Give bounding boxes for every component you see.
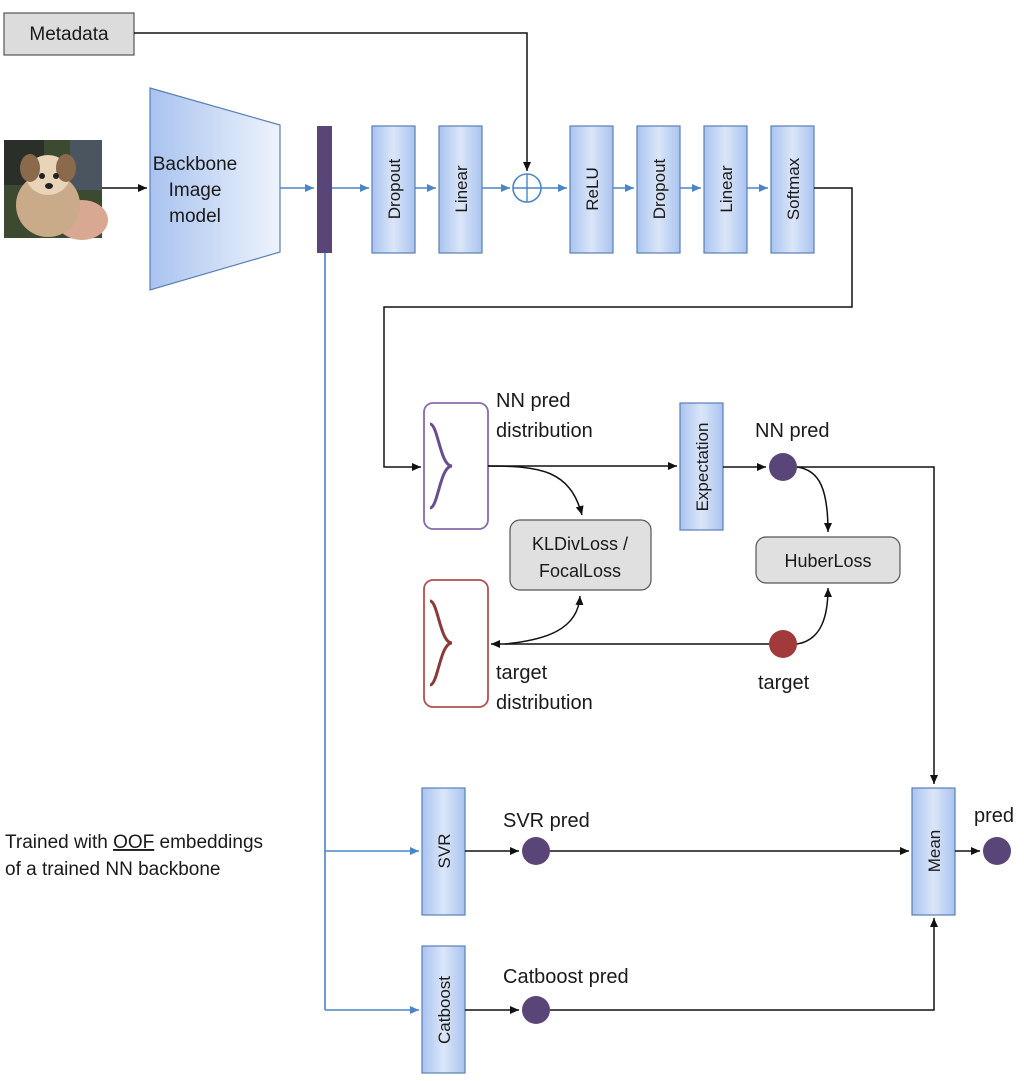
distribution-to-kldiv-arrow — [487, 465, 584, 516]
target-node — [769, 630, 797, 658]
catboost-pred-label: Catboost pred — [503, 966, 629, 988]
linear-block-2: Linear — [703, 125, 748, 254]
nn-pred-distribution-label-2: distribution — [496, 420, 593, 442]
svg-text:of a trained NN backbone: of a trained NN backbone — [5, 859, 220, 880]
svg-text:Mean: Mean — [925, 830, 944, 873]
dropout-block-2: Dropout — [636, 125, 681, 254]
huber-loss-box: HuberLoss — [755, 536, 901, 584]
softmax-block: Softmax — [770, 125, 815, 254]
svg-text:FocalLoss: FocalLoss — [539, 561, 621, 581]
oof-training-note: Trained with OOF embeddings of a trained… — [5, 832, 263, 880]
svr-block: SVR — [421, 787, 466, 916]
svg-text:Linear: Linear — [452, 165, 471, 213]
oof-underlined: OOF — [113, 832, 154, 853]
target-to-huber-arrow — [796, 587, 832, 645]
metadata-box: Metadata — [3, 12, 135, 56]
catboost-pred-node — [522, 996, 550, 1024]
nn-pred-distribution-label-1: NN pred — [496, 390, 570, 412]
svg-text:HuberLoss: HuberLoss — [784, 551, 871, 571]
final-pred-label: pred — [974, 805, 1014, 827]
nnpred-to-mean-arrow — [797, 466, 938, 784]
linear-block-1: Linear — [438, 125, 483, 254]
concat-add-node — [512, 173, 542, 203]
backbone-image-model: Backbone Image model — [149, 87, 281, 291]
target-distribution-box — [423, 579, 489, 708]
relu-block: ReLU — [569, 125, 614, 254]
svg-text:Linear: Linear — [717, 165, 736, 213]
nnpred-to-huber-arrow — [796, 466, 832, 533]
dropout-block-1: Dropout — [371, 125, 416, 254]
catboost-block: Catboost — [421, 945, 466, 1074]
svg-text:Dropout: Dropout — [385, 158, 404, 219]
svg-text:Image: Image — [169, 180, 222, 201]
svg-text:SVR: SVR — [435, 834, 454, 869]
mean-block: Mean — [911, 787, 956, 916]
svg-text:Softmax: Softmax — [784, 157, 803, 220]
svg-text:ReLU: ReLU — [583, 167, 602, 210]
target-distribution-label-2: distribution — [496, 692, 593, 714]
catboostpred-to-mean-arrow — [550, 918, 938, 1011]
kldiv-focal-loss-box: KLDivLoss / FocalLoss — [509, 519, 652, 591]
svg-text:Dropout: Dropout — [650, 158, 669, 219]
svg-text:Backbone: Backbone — [153, 154, 238, 175]
nn-pred-label: NN pred — [755, 420, 829, 442]
embedding-bar — [317, 126, 332, 253]
svg-text:Catboost: Catboost — [435, 976, 454, 1044]
metadata-label: Metadata — [29, 24, 109, 45]
expectation-block: Expectation — [679, 402, 724, 531]
svr-pred-node — [522, 837, 550, 865]
nn-pred-node — [769, 453, 797, 481]
svg-text:model: model — [169, 206, 221, 227]
svg-text:Expectation: Expectation — [693, 423, 712, 512]
svg-text:Trained with OOF embeddings: Trained with OOF embeddings — [5, 832, 263, 853]
target-distribution-label-1: target — [496, 662, 548, 684]
nn-pred-distribution-box — [423, 402, 489, 530]
input-image-dog — [4, 140, 108, 240]
metadata-to-concat-arrow — [134, 32, 531, 171]
final-pred-node — [983, 837, 1011, 865]
svg-text:KLDivLoss /: KLDivLoss / — [532, 534, 628, 554]
softmax-to-distribution-arrow — [383, 187, 853, 471]
svr-pred-label: SVR pred — [503, 810, 590, 832]
target-distribution-to-kldiv-arrow — [504, 595, 584, 645]
target-label: target — [758, 672, 810, 694]
